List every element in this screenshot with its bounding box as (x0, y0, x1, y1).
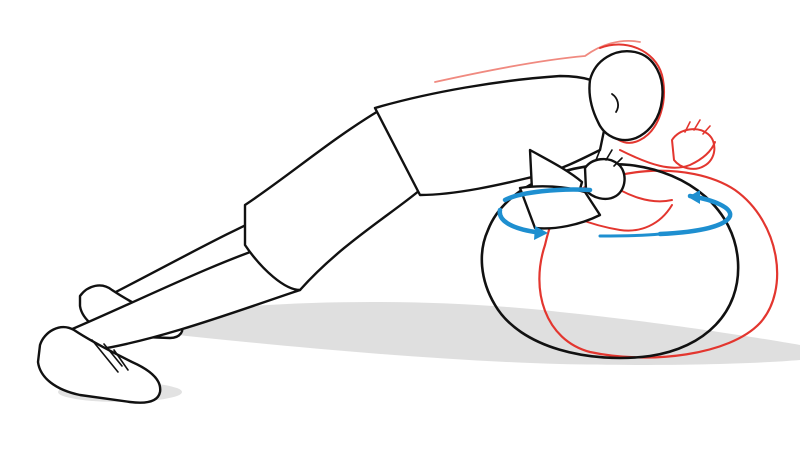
rotation-arrow-icon (497, 187, 733, 240)
person-figure (36, 50, 664, 404)
